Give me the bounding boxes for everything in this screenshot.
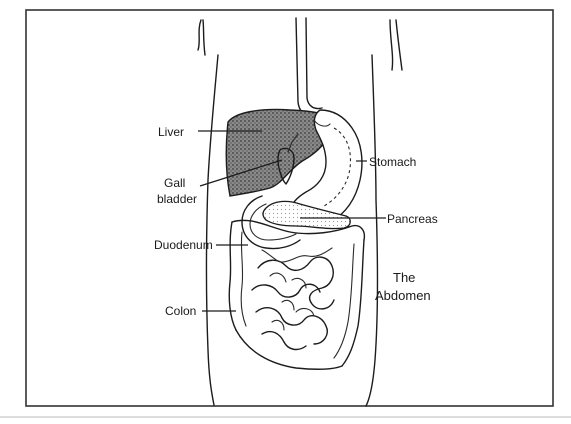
title-line2: Abdomen [375, 288, 431, 303]
label-gallbladder-line2: bladder [157, 192, 197, 206]
ascending-colon-inner [241, 232, 246, 326]
label-liver: Liver [158, 125, 184, 139]
label-duodenum: Duodenum [154, 238, 213, 252]
small-intestine [252, 248, 334, 349]
label-pancreas: Pancreas [387, 212, 438, 226]
label-stomach: Stomach [369, 155, 416, 169]
esophagus-right-wall [306, 18, 322, 109]
esophagus [296, 18, 314, 118]
title-line1: The [393, 270, 415, 285]
label-gallbladder-line1: Gall [164, 176, 185, 190]
ascending-colon [229, 222, 236, 330]
label-colon: Colon [165, 304, 196, 318]
descending-colon-inner [334, 244, 354, 358]
